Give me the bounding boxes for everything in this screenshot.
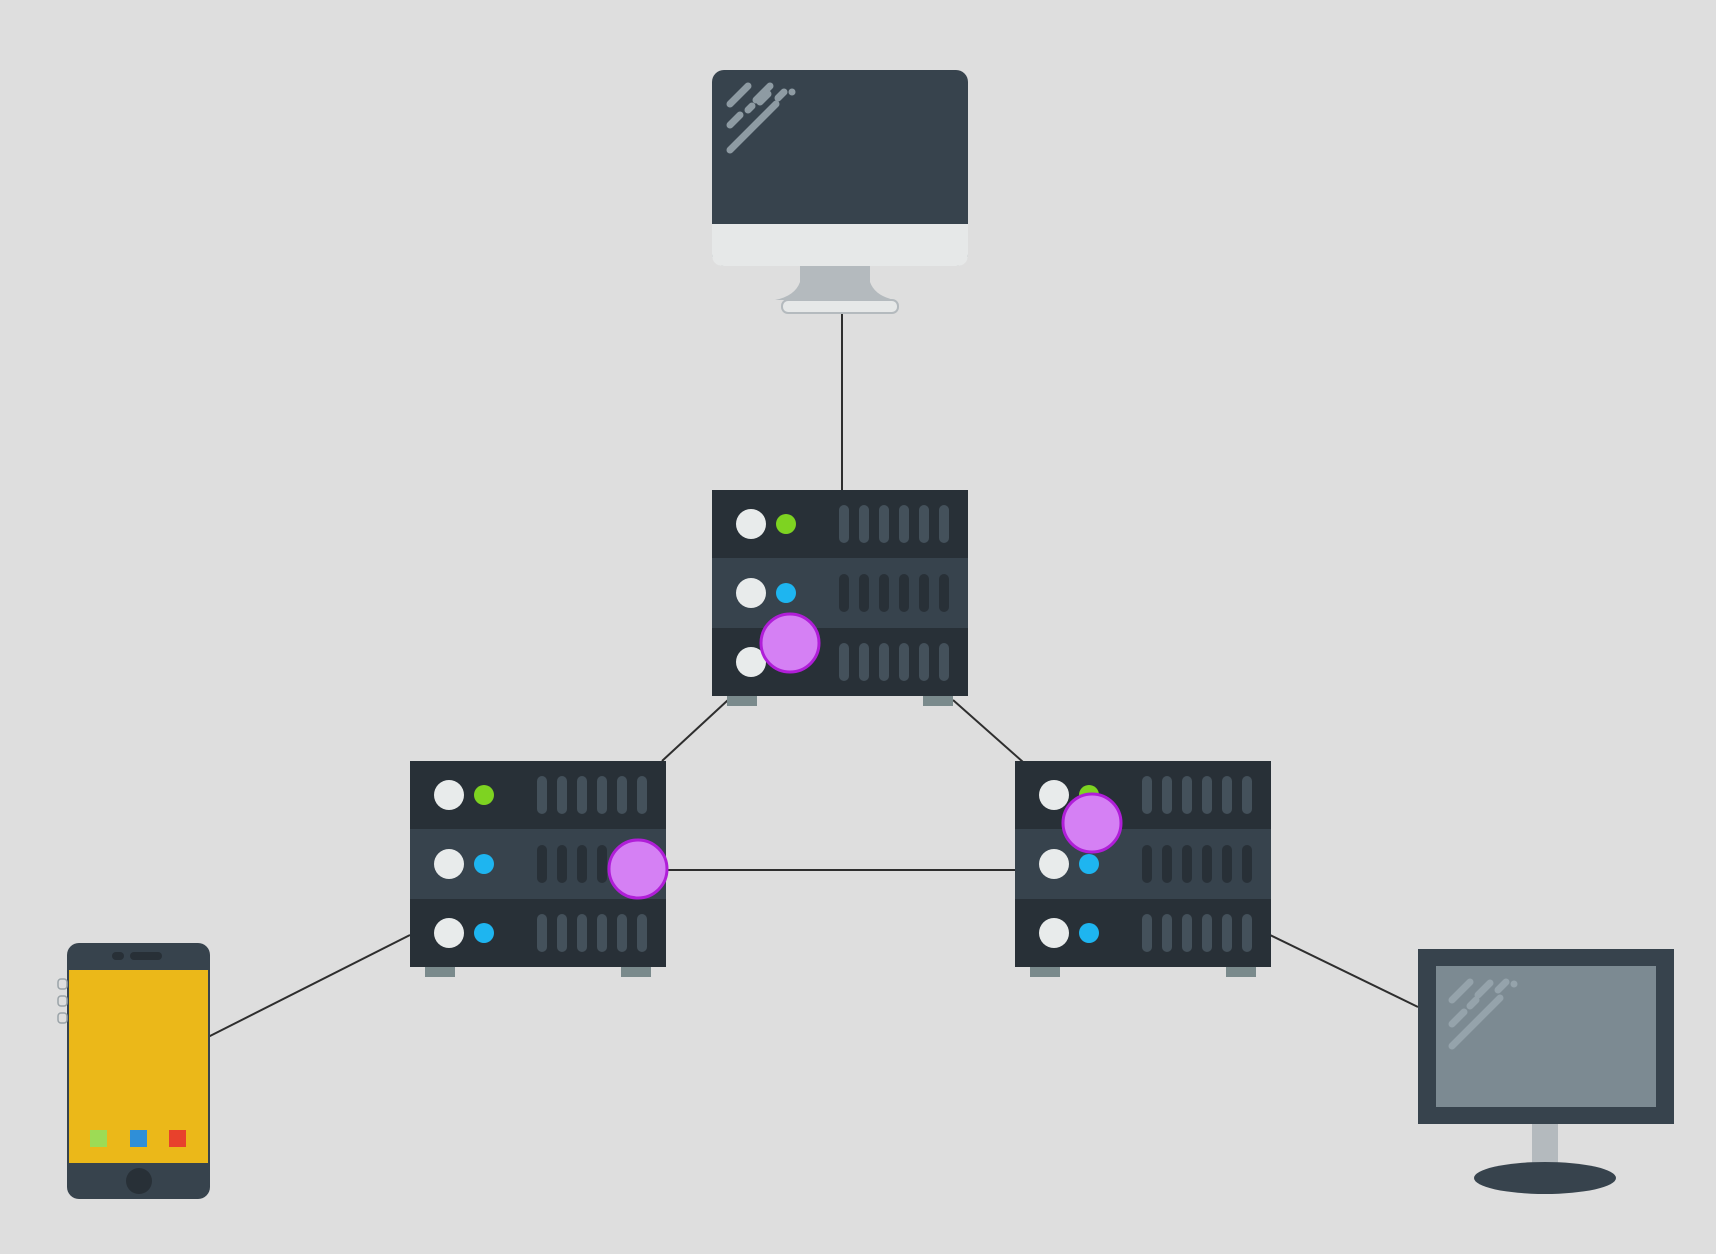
server-right-icon[interactable] <box>1015 761 1271 977</box>
imac-desktop-icon[interactable] <box>712 70 968 314</box>
link-server-right-monitor <box>1267 933 1419 1008</box>
overlay-markers <box>607 612 1123 900</box>
link-server-top-server-right <box>952 699 1024 763</box>
link-server-top-server-left <box>661 699 729 762</box>
marker-server-right[interactable] <box>1061 792 1123 854</box>
marker-server-top[interactable] <box>759 612 821 674</box>
marker-server-left[interactable] <box>607 838 669 900</box>
server-top-icon[interactable] <box>712 490 968 706</box>
server-left-icon[interactable] <box>410 761 666 977</box>
smartphone-icon[interactable] <box>57 943 210 1199</box>
monitor-icon[interactable] <box>1418 949 1674 1194</box>
link-server-left-phone <box>207 934 411 1038</box>
connections <box>207 313 1419 1038</box>
